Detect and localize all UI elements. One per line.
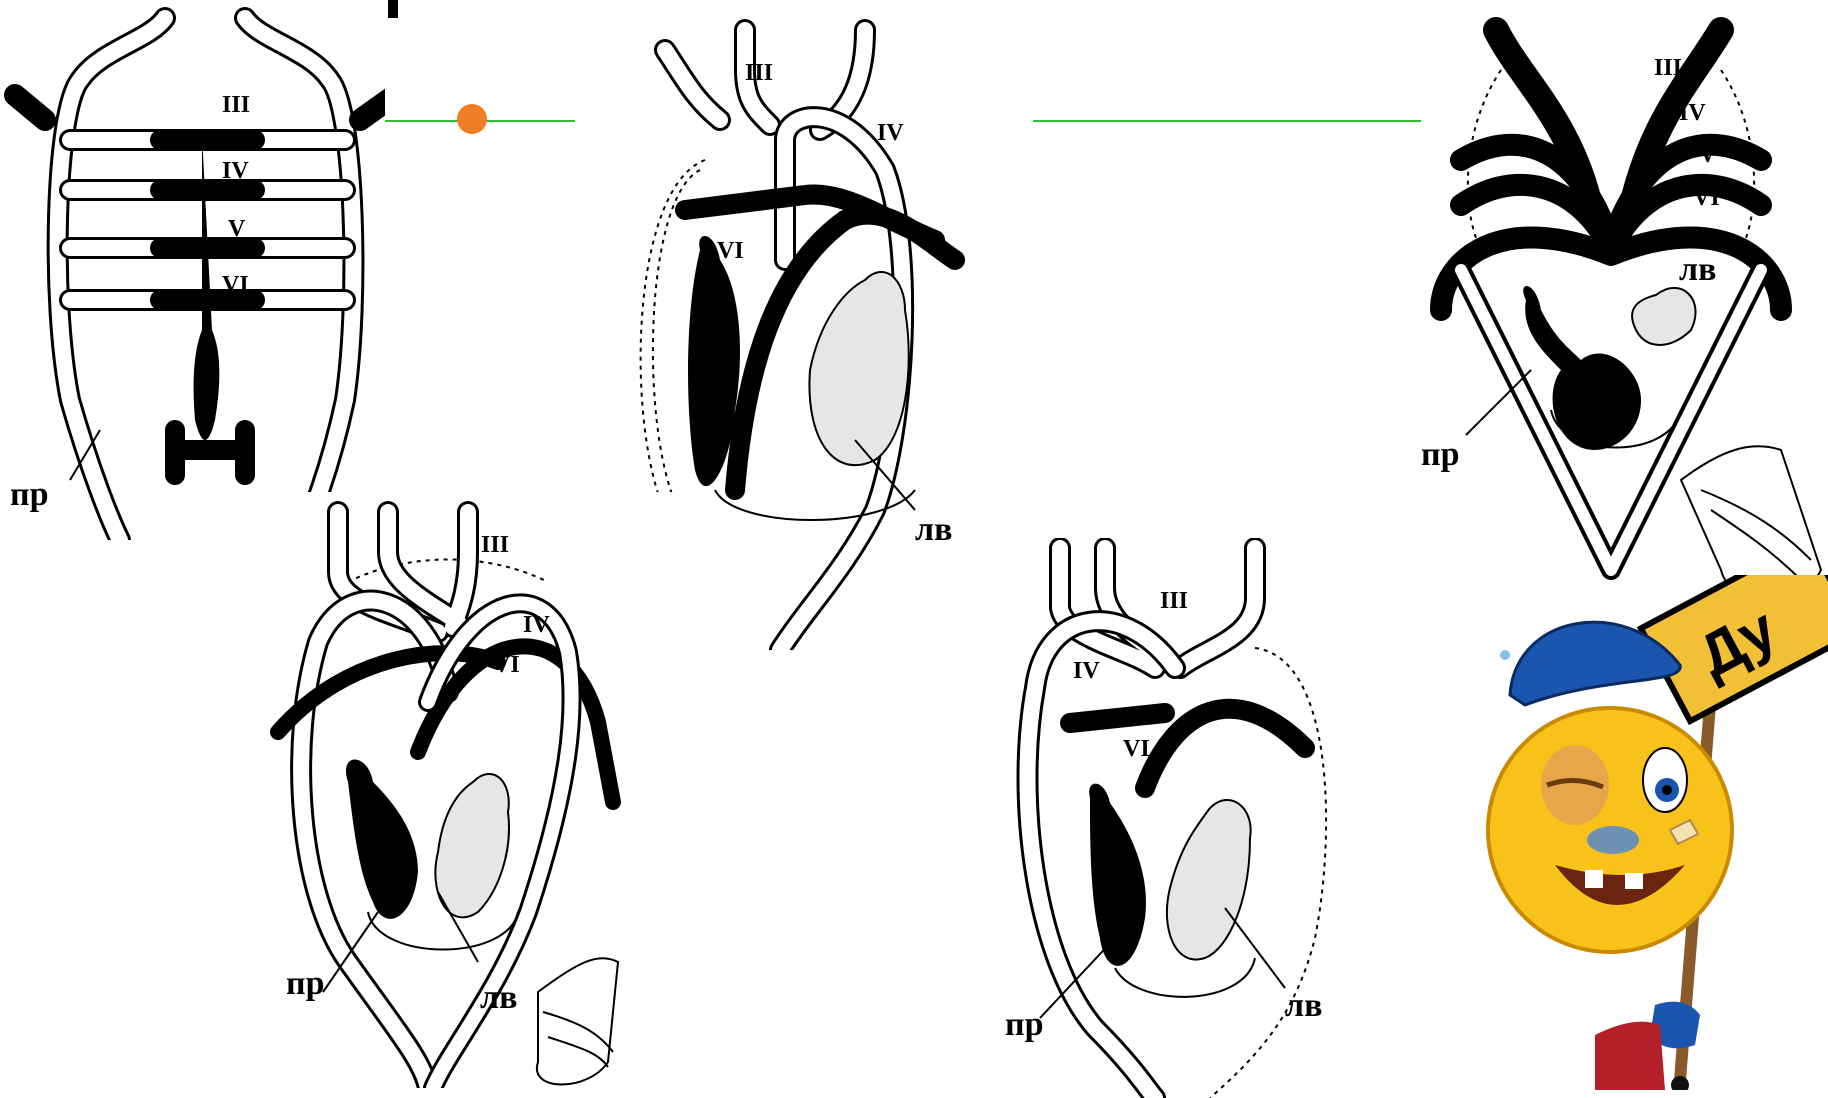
ventricle-label: лв [1285, 987, 1322, 1024]
arch-label: VI [222, 272, 249, 298]
ventricle-label: лв [1679, 251, 1716, 288]
atrium-label: пр [286, 965, 325, 1002]
mascot-illustration: Ду [1485, 575, 1828, 1090]
panel-mammal: III IV VI пр лв [1005, 538, 1370, 1098]
protest-sign: Ду [1641, 575, 1828, 721]
atrium-label: пр [1421, 436, 1460, 473]
atrium-label: пр [1005, 1006, 1044, 1043]
arch-label: III [1160, 588, 1188, 614]
arch-label: IV [523, 612, 550, 638]
panel-frog: III IV VI пр лв [268, 492, 708, 1088]
arch-label: IV [1679, 100, 1706, 126]
arch-label: III [222, 92, 250, 118]
mascot: Ду [1485, 575, 1828, 1090]
arch-label: IV [222, 158, 249, 184]
amphibian-circulation-diagram: III IV V VI пр лв [1421, 10, 1828, 610]
atrium-label: пр [10, 476, 49, 513]
arch-label: V [228, 216, 246, 242]
arch-label: III [1654, 55, 1682, 81]
decorative-line-right [1033, 120, 1421, 122]
decorative-dot [457, 104, 487, 134]
ventricle-label: лв [480, 979, 517, 1016]
arch-label: IV [1073, 658, 1100, 684]
arch-label: IV [877, 120, 904, 146]
title-fragment [388, 0, 398, 18]
mammal-circulation-diagram: III IV VI пр лв [1005, 538, 1370, 1098]
arch-label: VI [1693, 185, 1720, 211]
arch-label: V [1699, 142, 1717, 168]
frog-circulation-diagram: III IV VI пр лв [268, 492, 708, 1088]
arch-label: III [481, 532, 509, 558]
panel-amphibian: III IV V VI пр лв [1421, 10, 1828, 610]
arch-label: VI [1123, 736, 1150, 762]
fish-circulation-diagram: III IV V VI пр [0, 0, 385, 540]
arch-label: III [745, 60, 773, 86]
arch-label: VI [493, 652, 520, 678]
arch-label: VI [717, 238, 744, 264]
ventricle-label: лв [915, 511, 952, 548]
panel-fish: III IV V VI пр [0, 0, 385, 540]
